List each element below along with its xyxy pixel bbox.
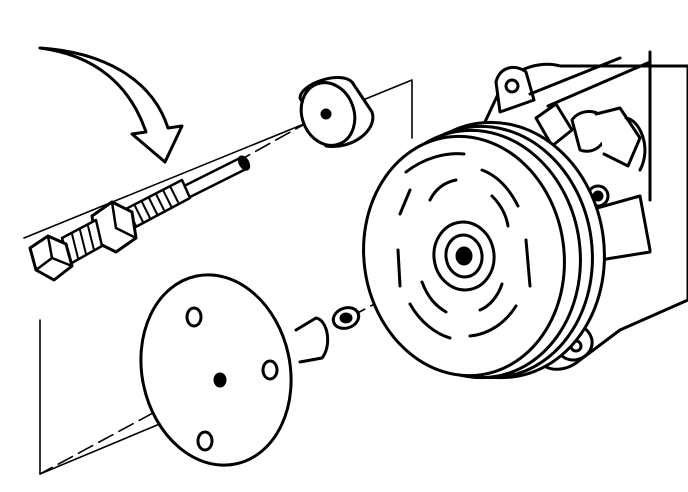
screw-icon <box>28 155 251 282</box>
disc-tool-icon <box>139 273 330 467</box>
nut-icon <box>331 306 361 330</box>
curved-arrow-icon <box>38 46 184 164</box>
cylinder-icon <box>298 76 375 148</box>
pulley-icon <box>362 120 606 380</box>
